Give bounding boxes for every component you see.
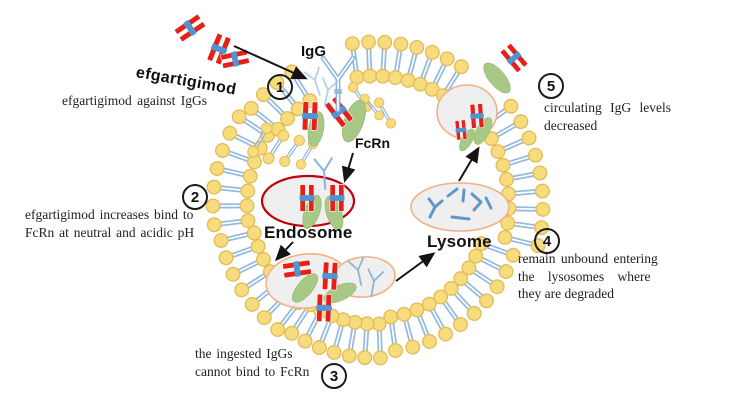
fcrn-receptor-icon [473,117,493,145]
phospholipid-icon [400,39,425,88]
step-4-caption-line-3: they are degraded [518,286,614,301]
step-3-caption: the ingested IgGs cannot bind to FcRn [195,345,309,380]
phospholipid-icon [218,238,266,266]
phospholipid-icon [222,125,268,156]
phospholipid-icon [326,312,351,360]
step-5-caption-line-1: circulating IgG levels [544,100,671,115]
phospholipid-icon [483,114,529,146]
phospholipid-icon [461,260,505,295]
efgartigimod-icon [282,259,312,279]
arrow-fcrn-to-endosome [341,152,356,183]
step-3-caption-line-2: cannot bind to FcRn [195,363,310,379]
igg-antibody-icon [367,268,385,298]
arrow-sorting-to-lysosome [395,252,436,282]
step-4-caption-line-2: the lysosomes where [518,268,651,284]
igg-antibody-icon [321,77,339,107]
drug-note: efgartigimod against IgGs [62,93,207,108]
phospholipid-icon [388,36,409,86]
efgartigimod-icon [499,43,529,73]
arrow-drug-to-igg [233,45,308,80]
efgartigimod-icon [220,49,250,69]
phospholipid-icon [383,309,403,359]
molecules [174,13,529,323]
phospholipid-icon [473,236,521,263]
phospholipid-icon [209,161,258,184]
igg-antibody-icon [320,55,356,113]
phospholipid-icon [341,314,363,364]
step-2-caption-line-2: FcRn at neutral and acidic pH [25,224,195,240]
phospholipid-icon [225,251,271,282]
fcrn-receptor-icon [459,128,475,152]
phospholipid-icon [206,179,256,199]
fcrn-receptor-icon [292,273,318,303]
arrow-endosome-to-sorting-vesicle [274,241,294,262]
step-5-caption: circulating IgG levels decreased [544,99,671,134]
step-2-caption: efgartigimod increases bind to FcRn at n… [25,206,194,241]
phospholipid-icon [361,34,378,84]
phospholipid-icon [344,36,365,85]
efgartigimod-icon [301,101,319,131]
step-4-caption: remain unbound entering the lysosomes wh… [518,250,658,303]
endosome-label: Endosome [264,223,353,242]
phospholipid-icon [495,147,543,173]
phospholipid-icon [453,271,494,309]
phospholipid-icon [279,134,305,168]
efgartigimod-icon [469,103,485,129]
step-5-badge: 5 [538,73,564,99]
step-3-caption-line-1: the ingested IgGs [195,346,293,361]
phospholipid-icon [421,296,453,342]
phospholipid-icon [499,165,548,187]
lysosome-vesicle [410,182,510,232]
phospholipid-icon [205,198,255,214]
phospholipid-icon [424,51,455,97]
efgartigimod-icon [206,32,232,66]
igg-antibody-icon [347,257,365,287]
phospholipid-icon [206,213,256,233]
arrow-to-recycling-vesicle [458,146,480,182]
lysosome-label: Lysome [427,232,492,251]
igg-antibody-icon [303,66,321,96]
phospholipid-icon [396,306,421,355]
phospholipid-icon [357,316,375,366]
step-1-badge: 1 [267,74,293,100]
efgartigimod-icon [299,184,315,212]
phospholipid-icon [433,289,468,333]
phospholipid-icon [443,280,482,321]
phospholipid-icon [371,316,388,366]
step-2-caption-line-1: efgartigimod increases bind to [25,207,194,222]
phospholipid-icon [215,143,262,170]
fcrn-receptor-icon [342,99,366,143]
phospholipid-icon [412,44,440,92]
phospholipid-icon [373,97,397,129]
step-2-badge: 2 [182,184,208,210]
step-4-caption-line-1: remain unbound entering [518,251,658,266]
degraded-igg-fragments [427,187,493,221]
step-4-badge: 4 [534,228,560,254]
efgartigimod-icon [329,184,345,212]
efgartigimod-icon [454,119,468,141]
phospholipid-icon [247,122,273,158]
igg-antibody-icon [313,157,333,190]
phospholipid-icon [262,129,290,165]
fcrn-receptor-icon [483,62,511,94]
phospholipid-icon [255,87,295,126]
fcrn-label: FcRn [355,135,390,151]
efgartigimod-icon [316,293,332,323]
step-5-caption-line-2: decreased [544,117,598,133]
phospholipid-icon [468,248,514,279]
phospholipid-icon [409,302,437,349]
phospholipid-icon [490,130,537,160]
efgartigimod-icon [321,261,339,291]
igg-label: IgG [301,43,326,60]
arrows [233,45,480,282]
step-3-badge: 3 [321,363,347,389]
efgartigimod-icon [174,13,206,43]
